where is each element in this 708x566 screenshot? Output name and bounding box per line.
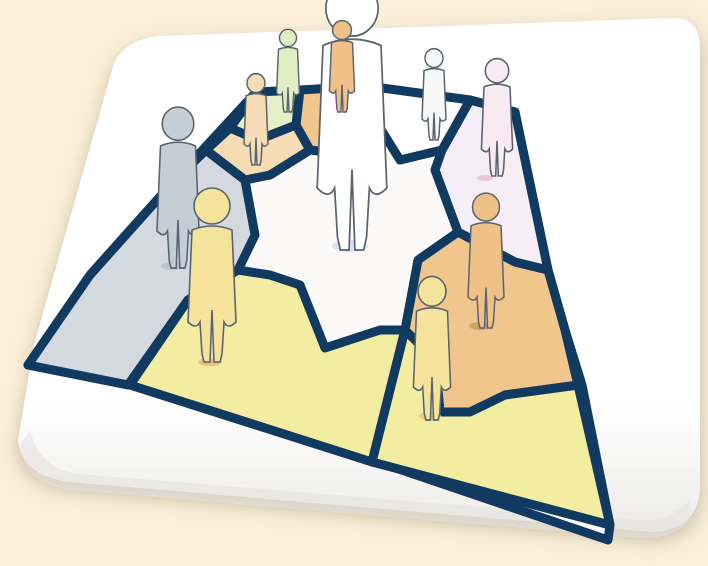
illustration [0, 0, 708, 566]
